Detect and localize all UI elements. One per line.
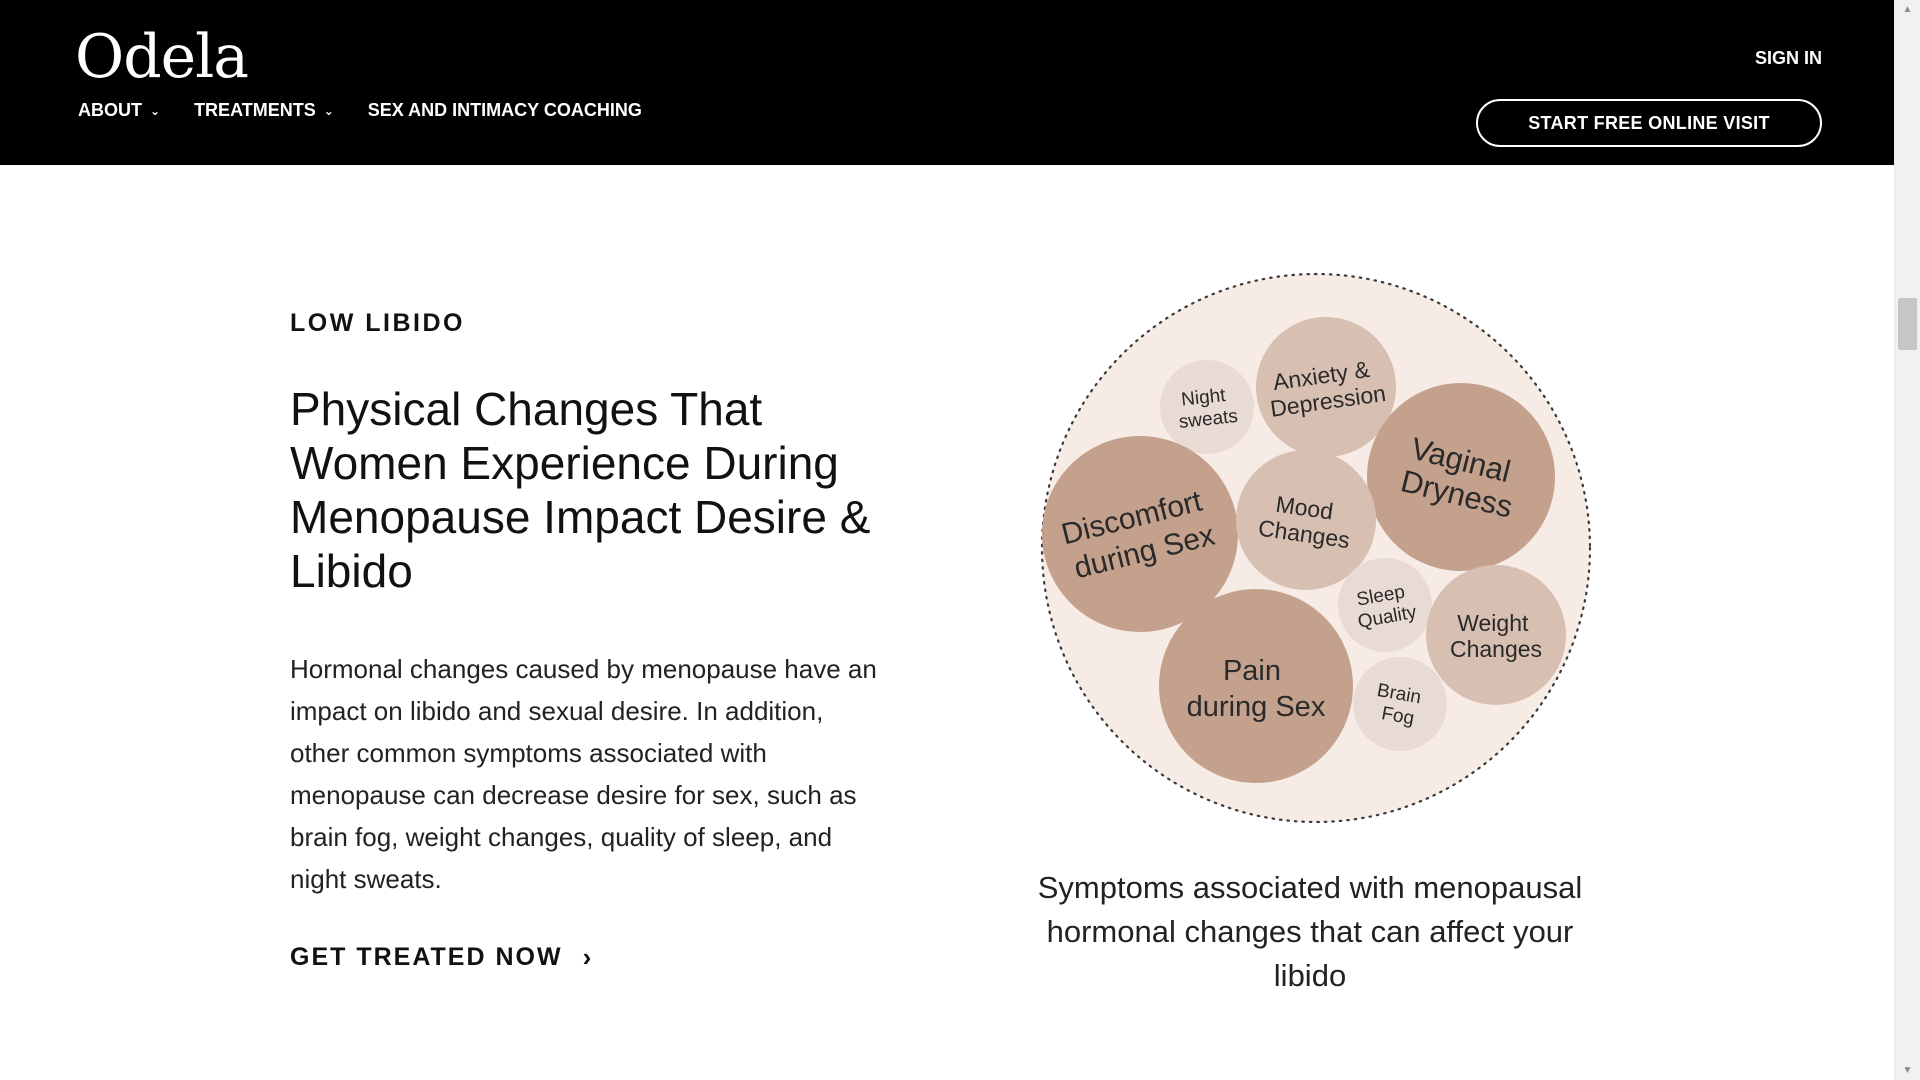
nav-treatments-label: TREATMENTS bbox=[194, 100, 316, 120]
bubble-circle bbox=[1256, 317, 1396, 457]
chevron-right-icon: › bbox=[582, 942, 592, 972]
bubble-discomfort-during-sex: Discomfort during Sex bbox=[1042, 436, 1238, 632]
bubble-circle bbox=[1367, 383, 1555, 571]
bubble-label: Pain during Sex bbox=[1187, 655, 1326, 723]
scroll-down-arrow-icon[interactable]: ▼ bbox=[1902, 1065, 1913, 1076]
bubble-vaginal-dryness: Vaginal Dryness bbox=[1367, 383, 1555, 571]
graphic-caption: Symptoms associated with menopausal horm… bbox=[1037, 870, 1583, 993]
bubble-sleep-quality: Sleep Quality bbox=[1338, 558, 1432, 652]
nav-about-label: ABOUT bbox=[78, 100, 142, 120]
section-body-text: Hormonal changes caused by menopause hav… bbox=[290, 654, 877, 894]
bubble-circle bbox=[1353, 657, 1447, 751]
bubble-circle bbox=[1159, 589, 1353, 783]
bubble-anxiety-depression: Anxiety & Depression bbox=[1256, 317, 1396, 457]
section-eyebrow: LOW LIBIDO bbox=[290, 309, 465, 337]
start-free-online-visit-button[interactable]: START FREE ONLINE VISIT bbox=[1476, 99, 1822, 147]
bubble-circle bbox=[1042, 436, 1238, 632]
bubble-label: Sleep Quality bbox=[1352, 580, 1418, 633]
bubble-brain-fog: Brain Fog bbox=[1353, 657, 1447, 751]
nav-sex-intimacy-coaching[interactable]: SEX AND INTIMACY COACHING bbox=[368, 100, 642, 121]
bubble-label: Night sweats bbox=[1176, 384, 1239, 433]
chevron-down-icon: ⌄ bbox=[150, 103, 161, 118]
scroll-up-arrow-icon[interactable]: ▲ bbox=[1902, 4, 1913, 15]
nav-coaching-label: SEX AND INTIMACY COACHING bbox=[367, 100, 642, 120]
bubble-circle bbox=[1160, 360, 1254, 454]
nav-about[interactable]: ABOUT ⌄ bbox=[78, 100, 160, 121]
get-treated-label: GET TREATED NOW bbox=[290, 943, 563, 971]
page-title: Physical Changes That Women Experience D… bbox=[290, 383, 871, 597]
bubble-circle bbox=[1338, 558, 1432, 652]
bubble-circle bbox=[1236, 450, 1376, 590]
scroll-thumb[interactable] bbox=[1898, 298, 1917, 350]
top-header: Odela ABOUT ⌄ TREATMENTS ⌄ SEX AND INTIM… bbox=[0, 0, 1895, 165]
bubble-label: Weight Changes bbox=[1450, 610, 1542, 662]
symptom-bubble-svg: Night sweats Anxiety & Depression Vagina… bbox=[1040, 272, 1592, 824]
bubble-circle bbox=[1426, 565, 1566, 705]
chevron-down-icon: ⌄ bbox=[323, 103, 334, 118]
main-nav: ABOUT ⌄ TREATMENTS ⌄ SEX AND INTIMACY CO… bbox=[78, 100, 676, 121]
symptom-bubble-graphic: Night sweats Anxiety & Depression Vagina… bbox=[1040, 272, 1592, 824]
page-scrollbar[interactable]: ▲ ▼ bbox=[1894, 0, 1920, 1080]
bubble-pain-during-sex: Pain during Sex bbox=[1159, 589, 1353, 783]
bubble-mood-changes: Mood Changes bbox=[1236, 450, 1376, 590]
odela-logo[interactable]: Odela bbox=[75, 22, 249, 92]
get-treated-now-link[interactable]: GET TREATED NOW › bbox=[290, 942, 591, 973]
nav-treatments[interactable]: TREATMENTS ⌄ bbox=[194, 100, 334, 121]
bubble-weight-changes: Weight Changes bbox=[1426, 565, 1566, 705]
sign-in-link[interactable]: SIGN IN bbox=[1754, 48, 1822, 68]
bubble-night-sweats: Night sweats bbox=[1160, 360, 1254, 454]
